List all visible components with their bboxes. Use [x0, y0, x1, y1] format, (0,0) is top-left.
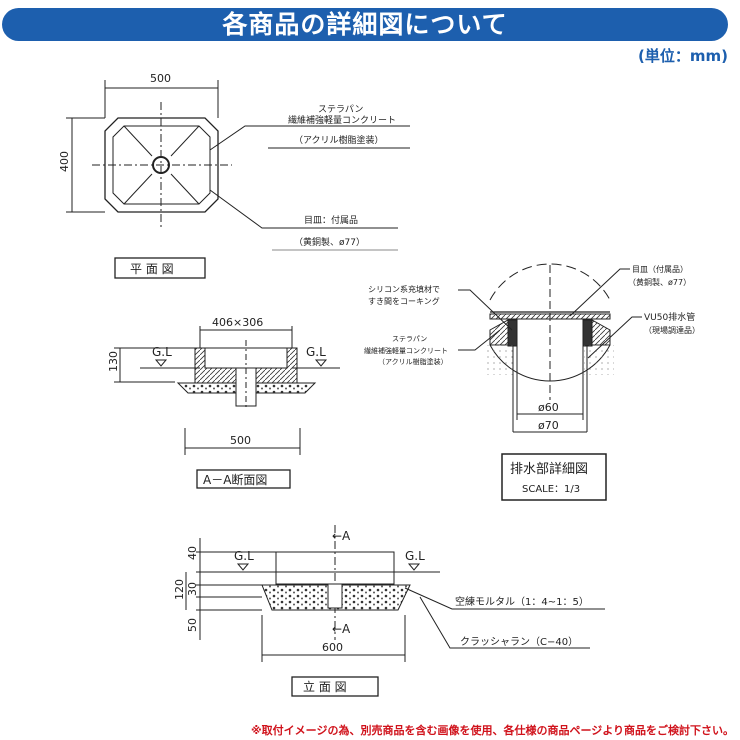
drain-label: 繊維補強軽量コンクリート	[364, 346, 448, 355]
drain-inner-dim: ø60	[538, 401, 559, 414]
drain-scale: SCALE：1/3	[522, 484, 580, 495]
page-title: 各商品の詳細図について	[2, 8, 728, 41]
drain-detail: ø60 ø70 シリコン系充填材で すき間をコーキング ステラパン 繊維補強軽量…	[364, 263, 700, 501]
gl-label: G.L	[152, 345, 172, 359]
elevation-title: 立 面 図	[303, 679, 347, 694]
plan-depth-dim: 400	[58, 151, 71, 172]
section-width-dim: 500	[230, 434, 251, 447]
section-title: A－A断面図	[203, 472, 267, 487]
gl-label: G.L	[405, 549, 425, 563]
drain-label: ステラパン	[392, 335, 427, 343]
plan-label: 繊維補強軽量コンクリート	[288, 114, 396, 126]
drain-label: （黄銅製、ø77）	[628, 277, 691, 287]
gl-label: G.L	[234, 549, 254, 563]
drain-label: 目皿（付属品）	[632, 264, 688, 274]
plan-label: （黄銅製、ø77）	[294, 236, 365, 248]
plan-label: ステラパン	[318, 104, 363, 115]
footer-note: ※取付イメージの為、別売商品を含む画像を使用、各仕様の商品ページより商品をご検討…	[250, 724, 734, 737]
drain-outer-dim: ø70	[538, 419, 559, 432]
drain-label: すき間をコーキング	[368, 296, 440, 306]
gl-label: G.L	[306, 345, 326, 359]
dim-120: 120	[173, 579, 186, 600]
plan-view: 500 400 ステラパン 繊維補強軽量コンクリート （アクリル樹脂塗装） 目皿…	[58, 72, 410, 279]
dim-30: 30	[186, 582, 199, 596]
plan-label: （アクリル樹脂塗装）	[294, 134, 384, 146]
crusher-label: クラッシャラン（C−40）	[460, 636, 578, 648]
drain-title: 排水部詳細図	[510, 461, 588, 477]
section-height-dim: 130	[107, 351, 120, 372]
plan-label: 目皿：付属品	[304, 215, 358, 226]
elevation-view: ←A ←A G.L G.L 40 120 30 50 600 空練モルタル（1：…	[173, 525, 605, 697]
section-inner-dim: 406×306	[212, 316, 263, 329]
dim-40: 40	[186, 546, 199, 560]
section-view: 406×306 130 G.L G.L 500 A－A断面図	[107, 316, 340, 489]
dim-50: 50	[186, 618, 199, 632]
section-mark: ←A	[332, 622, 351, 636]
plan-title: 平 面 図	[130, 262, 174, 276]
plan-width-dim: 500	[150, 72, 171, 85]
elevation-width-dim: 600	[322, 641, 343, 654]
section-mark: ←A	[332, 529, 351, 543]
drain-label: VU50排水管	[644, 311, 695, 323]
drain-label: シリコン系充填材で	[368, 284, 440, 294]
drain-label: （現場調達品）	[644, 325, 700, 335]
drain-label: （アクリル樹脂塗装）	[378, 357, 448, 366]
unit-label: (単位：mm)	[638, 47, 728, 65]
mortar-label: 空練モルタル（1：4~1：5）	[455, 595, 589, 608]
